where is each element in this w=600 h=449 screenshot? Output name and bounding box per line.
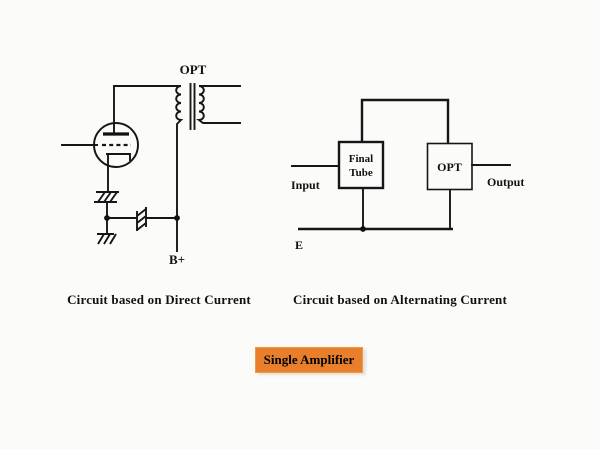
junction-dot: [174, 215, 180, 221]
opt-box: [426, 142, 473, 191]
earth-label: E: [295, 238, 303, 252]
opt-transformer-label: OPT: [180, 62, 207, 77]
bypass-capacitor: [136, 207, 147, 231]
tube-cathode: [106, 153, 131, 161]
final-tube-label-line1: Final: [349, 153, 373, 165]
title-banner: Single Amplifier: [255, 347, 363, 373]
junction-dot: [360, 226, 366, 232]
opt-box-label: OPT: [437, 160, 462, 174]
final-tube-box: [337, 140, 385, 190]
triode-tube: [61, 122, 139, 168]
output-transformer: OPT: [180, 62, 241, 130]
feedback-top-wire: [360, 98, 450, 143]
ac-circuit-caption: Circuit based on Alternating Current: [293, 292, 508, 307]
output-label: Output: [487, 175, 524, 189]
secondary-winding: [196, 85, 241, 124]
input-label: Input: [291, 178, 320, 192]
final-tube-label-line2: Tube: [349, 167, 373, 179]
ac-circuit: Input Final Tube OPT Output E: [291, 98, 524, 252]
plate-to-primary-wire: [113, 85, 184, 252]
dc-circuit: OPT: [61, 62, 241, 267]
cathode-resistor: [94, 191, 119, 203]
dc-circuit-caption: Circuit based on Direct Current: [67, 292, 251, 307]
b-plus-label: B+: [169, 252, 185, 267]
tube-envelope: [93, 122, 139, 168]
earth-ground-symbol: [97, 233, 117, 245]
